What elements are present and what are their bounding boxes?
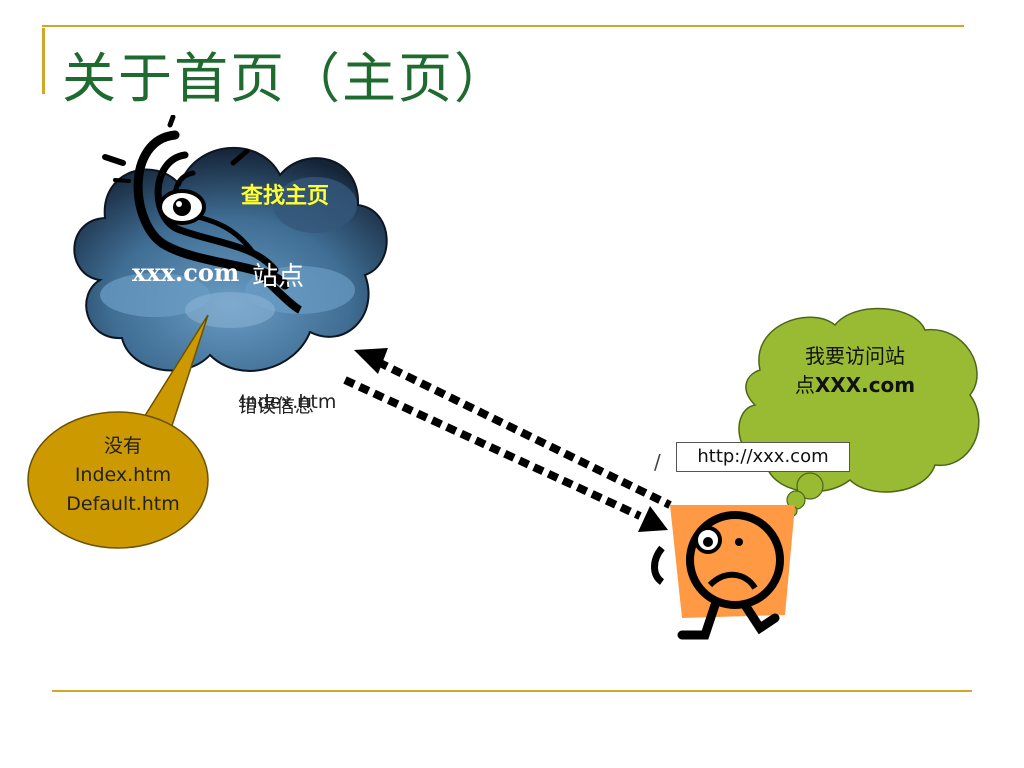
url-input: http://xxx.com	[676, 442, 850, 472]
server-bubble-text: 没有 Index.htm Default.htm	[48, 432, 198, 519]
site-suffix-label: 站点	[252, 262, 305, 292]
error-message-label: 错误信息	[238, 395, 315, 417]
user-bubble-prefix: 点	[794, 373, 815, 397]
url-slash: /	[654, 450, 661, 474]
server-bubble-line1: 没有	[103, 435, 142, 457]
user-bubble-text: 我要访问站 点XXX.com	[770, 342, 940, 400]
user-bubble-domain: XXX.com	[814, 373, 916, 397]
search-homepage-label: 查找主页	[241, 184, 330, 209]
index-file-label: Index.htm	[240, 391, 337, 413]
tornado-icon	[102, 115, 303, 314]
user-thought-bubble	[738, 307, 980, 517]
storm-cloud-icon	[73, 146, 388, 372]
user-bubble-line1: 我要访问站	[805, 344, 905, 368]
user-bubble-line2: 点XXX.com	[770, 371, 940, 400]
eye-icon	[158, 189, 206, 225]
dotted-arrow-icon	[343, 348, 672, 532]
server-bubble-line2: Index.htm	[74, 464, 172, 486]
footer-divider	[52, 690, 972, 692]
server-speech-bubble	[27, 314, 209, 549]
server-bubble-line3: Default.htm	[66, 493, 180, 515]
slide-title: 关于首页（主页）	[62, 47, 510, 110]
title-divider-left	[42, 28, 45, 94]
title-divider-top	[42, 25, 964, 27]
site-domain-label: xxx.com	[132, 258, 240, 287]
worried-person-icon	[651, 505, 795, 640]
